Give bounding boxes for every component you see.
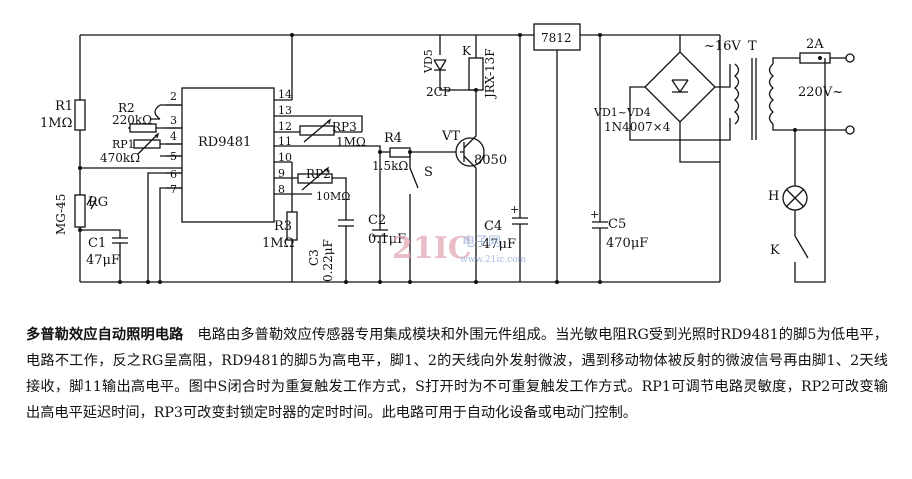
pin-4: 4	[170, 130, 177, 143]
pin-7: 7	[170, 183, 177, 196]
c4-label: C4	[484, 219, 502, 234]
r4-label: R4	[384, 131, 402, 146]
c1-value: 47μF	[86, 253, 120, 268]
caption-body: 电路由多普勒效应传感器专用集成模块和外围元件组成。当光敏电阻RG受到光照时RD9…	[26, 327, 888, 421]
rp1-value: 470kΩ	[100, 151, 140, 165]
jrx-label: JRX-13F	[483, 48, 497, 100]
bridge-value: 1N4007×4	[604, 120, 671, 134]
pin-6: 6	[170, 168, 177, 181]
rp1-label: RP1	[112, 138, 135, 151]
rg-label: RG	[88, 195, 108, 210]
r3-value: 1MΩ	[262, 236, 294, 251]
pin-12: 12	[278, 120, 292, 133]
r2-label: R2	[118, 101, 135, 115]
pin-10: 10	[278, 151, 292, 164]
r1-label: R1	[55, 99, 73, 114]
v16-label: ~16V	[704, 39, 741, 54]
pin-14: 14	[278, 88, 292, 101]
c4-plus: +	[510, 203, 519, 216]
c4-value: 47μF	[482, 237, 516, 252]
c3-value: 0.22μF	[321, 239, 335, 282]
2cp-label: 2CP	[426, 85, 451, 99]
transformer-t-label: T	[748, 39, 757, 54]
pin-2: 2	[170, 90, 177, 103]
ic-rd9481	[181, 87, 275, 223]
caption-title: 多普勒效应自动照明电路	[26, 327, 184, 343]
mains-terminal-top	[845, 53, 855, 63]
pin-13: 13	[278, 104, 292, 117]
c5-label: C5	[608, 217, 626, 232]
circuit-diagram: R1 1MΩ RG MG-45 C1 47μF R2 220kΩ RP1 470…	[40, 23, 855, 284]
c5-value: 470μF	[606, 236, 648, 251]
pin-3: 3	[170, 114, 177, 127]
mains-terminal-bottom	[845, 125, 855, 135]
mains-label: 220V~	[798, 85, 843, 100]
rp2-label: RP2	[306, 167, 331, 181]
vd5-label: VD5	[422, 49, 435, 74]
watermark: 21IC 电子网 www.21ic.com	[392, 231, 527, 266]
regulator-7812	[533, 23, 581, 51]
relay-coil-k	[468, 57, 484, 91]
vt-label: VT	[441, 129, 460, 144]
watermark-brand: 21IC	[392, 231, 472, 266]
switch-k-label: K	[770, 243, 780, 258]
watermark-cn: 电子网	[462, 235, 501, 250]
transistor-vt	[455, 137, 485, 167]
r2-value: 220kΩ	[112, 113, 152, 127]
pin-11: 11	[278, 135, 292, 148]
c5-plus: +	[590, 208, 599, 221]
c2-value: 0.1μF	[368, 232, 406, 247]
c1-label: C1	[88, 236, 106, 251]
pin-5: 5	[170, 150, 177, 163]
watermark-url: www.21ic.com	[460, 255, 527, 265]
regulator-label: 7812	[541, 31, 572, 45]
c3-label: C3	[307, 249, 321, 266]
pin-8: 8	[278, 183, 285, 196]
fuse-label: 2A	[806, 37, 824, 52]
rp3-label: RP3	[332, 120, 357, 134]
resistor-r4	[389, 147, 411, 158]
r4-value: 1.5kΩ	[372, 159, 408, 173]
pin-9: 9	[278, 167, 285, 180]
potentiometer-rp1	[133, 139, 161, 149]
ic-name: RD9481	[198, 135, 251, 150]
lamp-h-label: H	[768, 189, 779, 204]
switch-s-label: S	[424, 165, 433, 180]
relay-k-label: K	[462, 44, 472, 58]
bridge-label: VD1~VD4	[593, 106, 651, 119]
rp2-value: 10MΩ	[316, 190, 350, 203]
vt-value: 8050	[474, 153, 507, 168]
r1-value: 1MΩ	[40, 116, 72, 131]
r3-label: R3	[274, 219, 292, 234]
c2-label: C2	[368, 213, 386, 228]
resistor-r1	[74, 99, 86, 131]
photoresistor-rg	[74, 194, 86, 228]
rp3-value: 1MΩ	[336, 135, 366, 149]
mg45-label: MG-45	[54, 194, 68, 235]
caption: 多普勒效应自动照明电路 电路由多普勒效应传感器专用集成模块和外围元件组成。当光敏…	[26, 322, 888, 426]
